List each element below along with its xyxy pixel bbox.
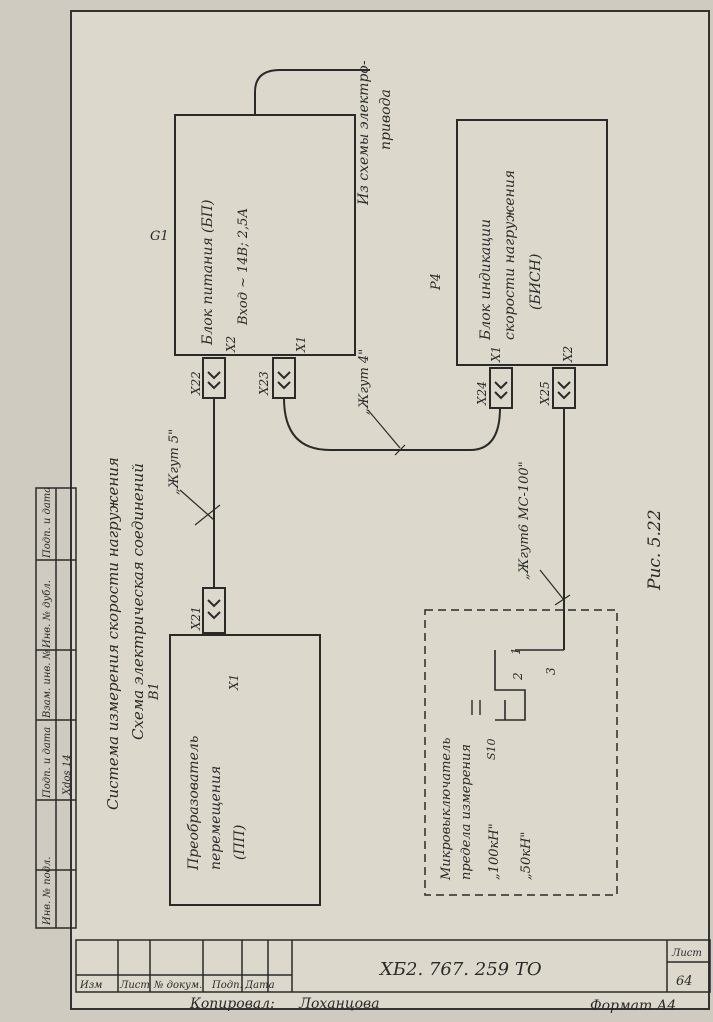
connector-x21: [202, 587, 226, 634]
connector-x22-label: X22: [189, 371, 203, 396]
microswitch-ref: S10: [485, 738, 498, 760]
copied-text: Копировал:: [190, 996, 275, 1012]
microswitch-pin1: 1: [509, 647, 523, 655]
stamp-col-date: Дата: [244, 980, 275, 991]
power-supply-x2-label: X2: [224, 336, 238, 353]
microswitch-line2: предела измерения: [459, 744, 474, 880]
format-label: Формат А4: [590, 998, 677, 1014]
connector-x24-label: X24: [475, 381, 489, 406]
connector-x21-label: X21: [189, 606, 203, 631]
power-supply-block: [174, 114, 356, 356]
external-power-line: [254, 69, 370, 115]
sheet-number: 64: [676, 974, 693, 989]
doc-number: ХБ2. 767. 259 ТО: [378, 959, 542, 980]
stamp-col-list: Лист: [119, 980, 150, 991]
transducer-line3: (ПП): [232, 825, 248, 860]
microswitch-opt2: „50кН": [519, 832, 534, 880]
transducer-line1: Преобразователь: [186, 736, 202, 871]
cable-6-label: „Жгут6 МС-100": [517, 461, 532, 580]
stamp-sheet-label: Лист: [671, 948, 702, 959]
copied-label: Копировал: Лоханцова: [190, 996, 380, 1012]
power-supply-x1-label: X1: [294, 336, 308, 353]
indicator-ref: P4: [429, 273, 444, 291]
indicator-line1: Блок индикации: [478, 219, 494, 341]
side-value: Xdos 14: [62, 754, 73, 796]
microswitch-frame: [424, 609, 618, 896]
cable-5-label: „Жгут 5": [167, 429, 182, 495]
power-supply-ref: G1: [150, 229, 169, 244]
connector-x23-label: X23: [257, 371, 271, 396]
connector-x25-label: X25: [538, 381, 552, 406]
transducer-line2: перемещения: [208, 766, 224, 870]
indicator-block: [456, 119, 608, 366]
external-line2: привода: [378, 89, 394, 150]
side-col-1: Инв. № подл.: [42, 857, 53, 926]
side-col-5: Подп. и дата: [42, 487, 53, 559]
transducer-ref: B1: [147, 682, 162, 701]
copier-name: Лоханцова: [299, 996, 380, 1012]
microswitch-opt1: „100кН": [487, 823, 502, 880]
transducer-block: [169, 634, 321, 906]
title-line2: Схема электрическая соединений: [129, 463, 147, 740]
sheet-frame: [70, 10, 710, 1010]
external-line1: Из схемы электро-: [356, 60, 372, 206]
cable-4-label: „Жгут 4": [357, 349, 372, 415]
indicator-x1-label: X1: [489, 346, 503, 363]
indicator-line3: (БИСН): [528, 254, 544, 310]
microswitch-pin2: 2: [511, 672, 525, 681]
power-supply-line2: Вход ~ 14В; 2,5А: [236, 208, 251, 326]
microswitch-line1: Микровыключатель: [439, 738, 454, 881]
side-col-2: Подп. и дата: [42, 727, 53, 799]
figure-caption: Рис. 5.22: [645, 509, 665, 591]
side-col-4: Инв. № дубл.: [42, 580, 53, 649]
bottom-stamp: [75, 939, 711, 993]
side-col-3: Взам. инв. №: [42, 650, 53, 719]
cable-4-line: [283, 397, 501, 451]
power-supply-line1: Блок питания (БП): [200, 200, 216, 346]
transducer-x1-label: X1: [227, 674, 241, 691]
indicator-x2-label: X2: [561, 346, 575, 363]
stamp-col-doc: № докум.: [153, 980, 202, 991]
stamp-col-izm: Изм: [79, 980, 102, 991]
indicator-line2: скорости нагружения: [502, 170, 518, 340]
microswitch-pin3: 3: [544, 667, 558, 675]
title-line1: Система измерения скорости нагружения: [104, 457, 122, 810]
stamp-col-sign: Подп.: [211, 980, 243, 991]
